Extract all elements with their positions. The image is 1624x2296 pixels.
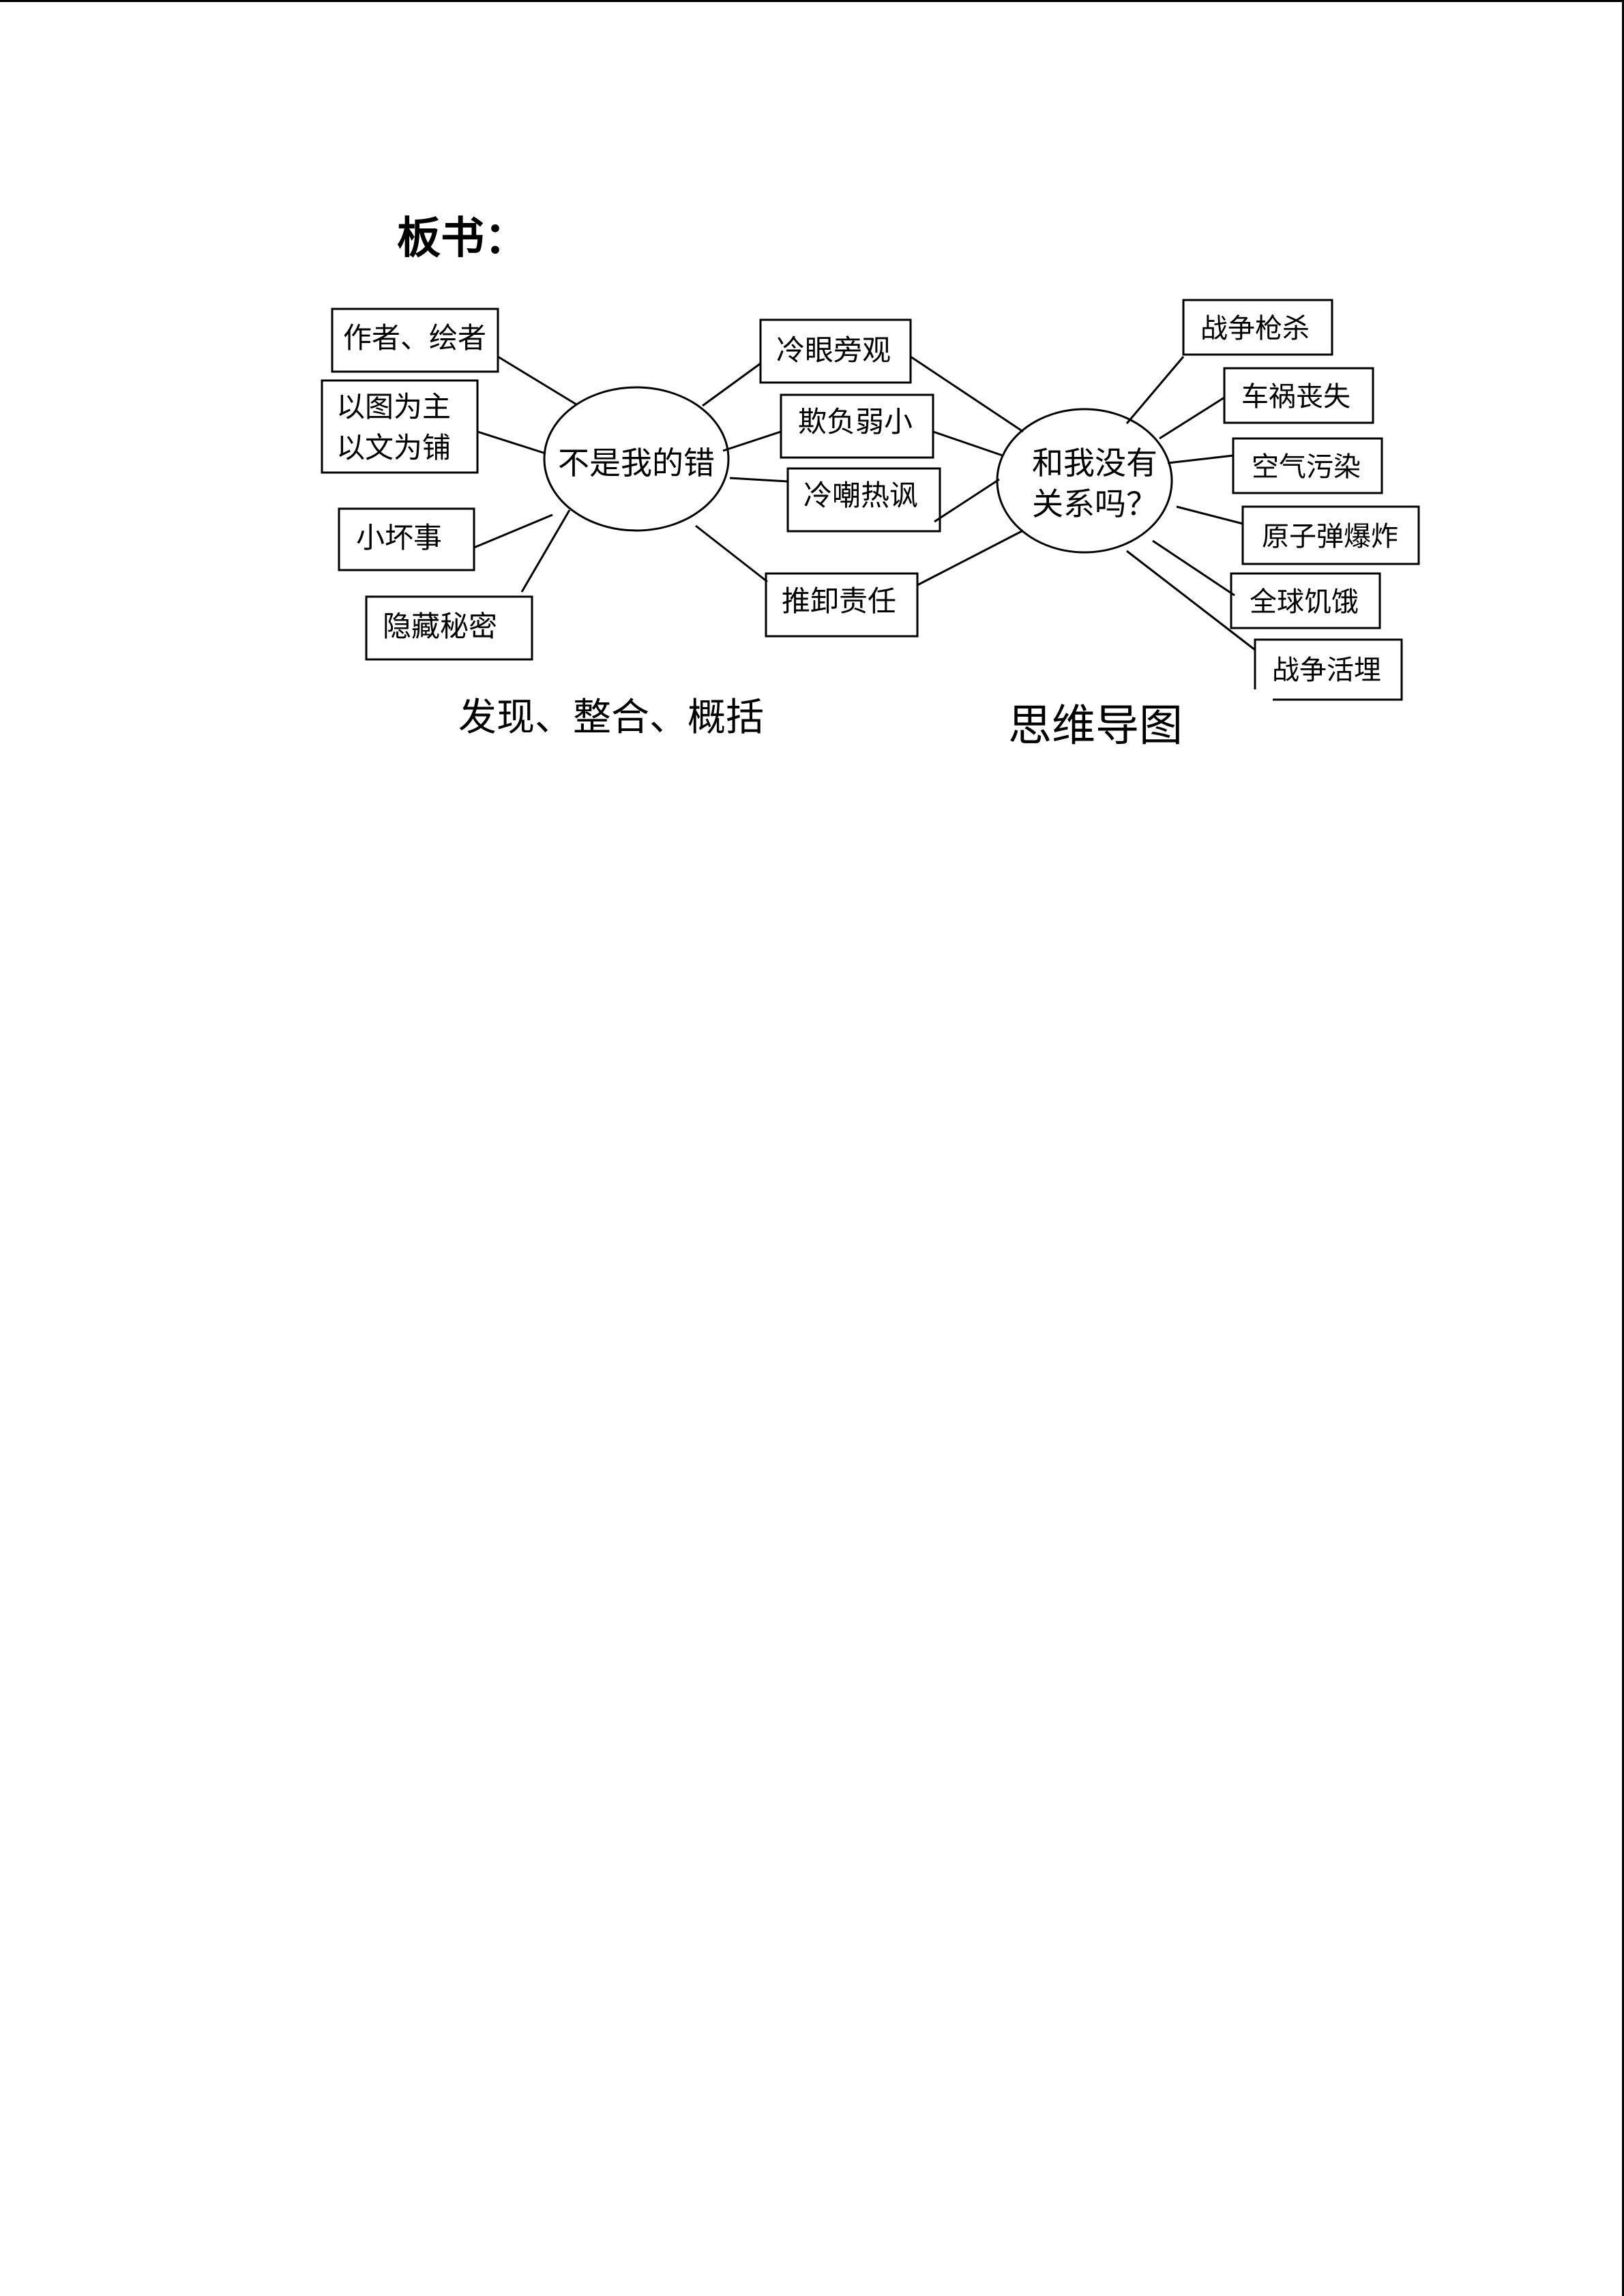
- connector: [1159, 396, 1225, 440]
- right-item-label: 原子弹爆炸: [1262, 521, 1398, 552]
- connector: [1176, 505, 1243, 525]
- left-box-3: [338, 507, 475, 571]
- right-caption: 思维导图: [1008, 701, 1183, 751]
- left-caption: 发现、整合、概括: [458, 696, 764, 740]
- left-box-4: [365, 595, 533, 661]
- right-item-label: 战争枪杀: [1200, 313, 1310, 344]
- board-writing-heading: 板书：: [397, 213, 528, 264]
- connector: [497, 355, 577, 406]
- middle-box-4: [765, 572, 919, 638]
- connector: [473, 513, 553, 549]
- connector: [729, 477, 788, 483]
- left-center-ellipse: [543, 386, 730, 532]
- connector: [917, 529, 1024, 586]
- left-item-label: 作者、绘者: [343, 321, 486, 355]
- box-notch: [1254, 689, 1273, 703]
- middle-item-label: 冷眼旁观: [776, 333, 891, 367]
- right-box-4: [1241, 505, 1420, 565]
- middle-box-1: [759, 318, 912, 384]
- right-center-label-2: 关系吗？: [1032, 486, 1157, 522]
- left-item-label: 隐藏秘密: [383, 610, 497, 643]
- right-box-5: [1230, 572, 1381, 629]
- middle-box-2: [780, 393, 934, 459]
- connector: [722, 430, 782, 452]
- right-item-label: 车祸丧失: [1241, 381, 1350, 413]
- connector: [695, 524, 768, 583]
- right-box-2: [1223, 367, 1374, 424]
- right-item-label: 战争活埋: [1272, 655, 1381, 686]
- right-center-ellipse: [996, 408, 1173, 554]
- left-item-label: 以图为主: [336, 390, 451, 423]
- connector: [520, 509, 571, 593]
- middle-item-label: 推卸责任: [782, 584, 896, 618]
- right-box-3: [1232, 437, 1383, 494]
- right-item-label: 全球饥饿: [1250, 586, 1359, 618]
- right-center-label-1: 和我没有: [1032, 445, 1157, 481]
- connector: [1125, 356, 1185, 424]
- connector: [1126, 550, 1256, 651]
- right-box-6: [1254, 638, 1403, 701]
- middle-box-3: [786, 467, 941, 533]
- connector: [702, 362, 761, 407]
- left-box-2: [321, 379, 479, 474]
- connector: [910, 355, 1024, 433]
- connector: [1152, 539, 1235, 597]
- left-center-label: 不是我的错: [558, 445, 715, 481]
- right-item-label: 空气污染: [1252, 451, 1361, 483]
- middle-item-label: 冷嘲热讽: [803, 479, 918, 512]
- left-item-label: 以文为铺: [336, 431, 451, 464]
- connector: [1167, 454, 1234, 464]
- connector: [477, 430, 546, 455]
- connector: [934, 478, 1000, 523]
- middle-item-label: 欺负弱小: [798, 405, 913, 438]
- right-box-1: [1182, 299, 1333, 356]
- connector: [932, 430, 1003, 457]
- left-box-1: [331, 308, 499, 373]
- left-item-label: 小坏事: [356, 521, 442, 554]
- mind-map-diagram: 不是我的错 和我没有 关系吗？ 作者、绘者 以图为主 以文为铺 小坏事 隐藏秘密…: [321, 299, 1420, 703]
